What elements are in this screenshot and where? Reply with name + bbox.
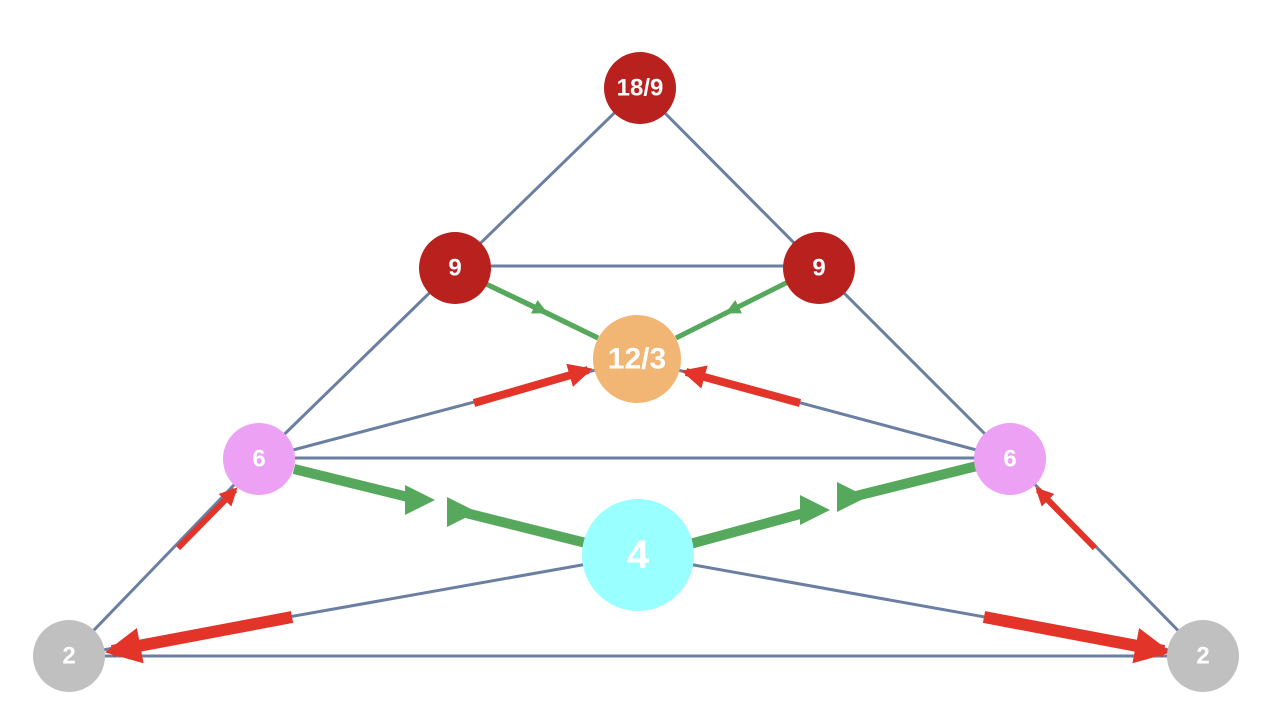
node-top: 18/9 [604,52,676,124]
node-center-label: 12/3 [608,343,666,376]
edge-lines [67,86,1205,658]
node-mid-left: 6 [223,423,295,495]
node-bottom-left-label: 2 [62,643,75,670]
node-top-label: 18/9 [617,75,664,102]
node-bottom-right: 2 [1167,620,1239,692]
edge-top-upper-right [638,86,821,270]
green-arrow-mid-right-bottom-center-a [688,499,830,549]
node-mid-left-label: 6 [252,446,265,473]
node-upper-right: 9 [783,232,855,304]
red-arrow-to-mid-right [1035,487,1098,551]
node-mid-right-label: 6 [1003,446,1016,473]
red-arrow-to-mid-left [175,487,238,551]
edge-upper-left-mid-left [257,266,457,461]
edge-top-upper-left [453,86,642,270]
node-bottom-right-label: 2 [1196,643,1209,670]
node-upper-right-label: 9 [812,255,825,282]
red-arrow-left-to-center [472,363,593,407]
green-arrow-mid-left-bottom-center-a [292,464,435,511]
edge-upper-right-mid-right [817,266,1012,461]
node-upper-left: 9 [419,232,491,304]
green-arrows [292,279,979,549]
red-arrow-to-bottom-right [982,611,1172,664]
node-bottom-center: 4 [582,499,694,611]
red-arrow-right-to-center [681,365,802,407]
node-bottom-center-label: 4 [627,533,650,577]
red-arrow-to-bottom-left [104,611,294,664]
node-center: 12/3 [593,315,681,403]
node-mid-right: 6 [974,423,1046,495]
node-upper-left-label: 9 [448,255,461,282]
green-arrow-upper-left-center-mid [482,280,600,341]
red-arrows [104,363,1172,664]
green-arrow-mid-right-bottom-center-b [837,461,979,508]
green-arrow-upper-right-center-mid [674,279,790,341]
green-arrow-mid-left-bottom-center-b [447,501,592,549]
node-bottom-left: 2 [33,620,105,692]
